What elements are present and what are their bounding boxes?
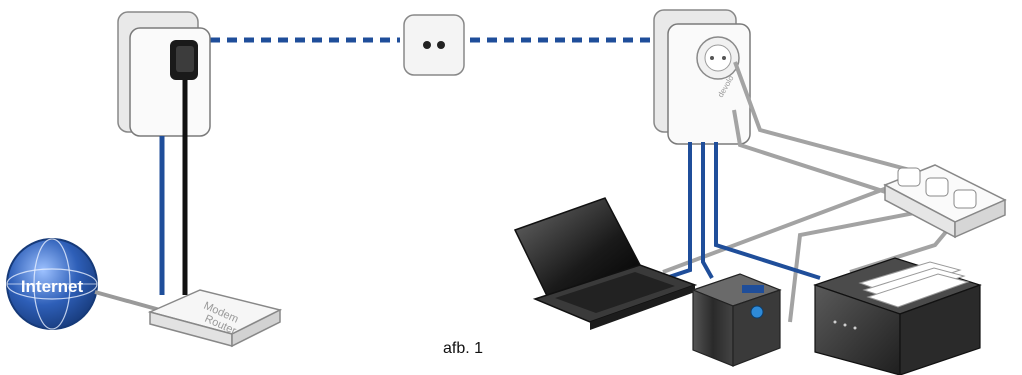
internet-label: Internet: [21, 277, 84, 296]
powerline-adapter-right: [653, 9, 751, 145]
figure-caption: afb. 1: [443, 340, 484, 357]
printer-icon: [813, 257, 982, 375]
powerline-adapter-left: [117, 11, 211, 137]
laptop-icon: [513, 197, 698, 330]
power-strip: [883, 164, 1007, 239]
globe-to-router-cable: [94, 290, 161, 312]
internet-globe-icon: [6, 238, 98, 330]
wall-socket-icon: [403, 14, 465, 76]
modem-router: [147, 289, 283, 348]
network-storage-box: [691, 273, 782, 367]
